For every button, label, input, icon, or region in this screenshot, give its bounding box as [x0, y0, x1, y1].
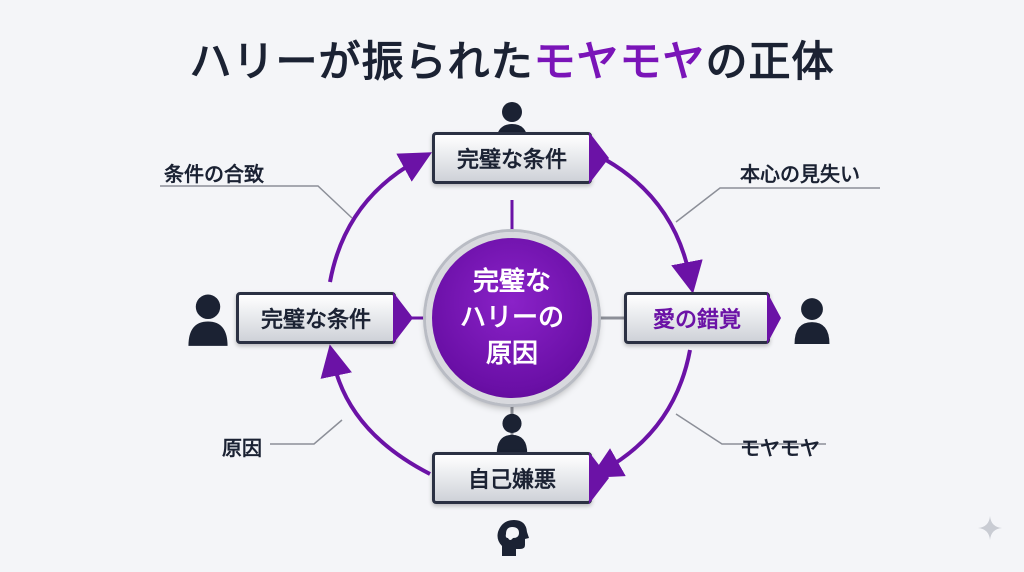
leader-top-right	[675, 187, 880, 223]
node-right-label: 愛の錯覚	[652, 308, 741, 333]
person-icon	[794, 298, 830, 344]
node-top-label: 完璧な条件	[456, 148, 567, 173]
chevron-right-icon	[767, 292, 781, 344]
brain-head-icon	[497, 520, 529, 556]
label-top-right: 本心の見失い	[740, 162, 860, 186]
arc-bottom-to-left	[320, 344, 431, 476]
label-top-left: 条件の合致	[164, 162, 264, 186]
title-suffix: の正体	[705, 37, 835, 86]
node-right-love-illusion: 愛の錯覚	[624, 292, 781, 344]
arc-left-to-top	[328, 152, 433, 283]
sparkle-icon	[978, 516, 1002, 540]
chevron-right-icon	[393, 292, 413, 344]
label-bottom-right: モヤモヤ	[740, 436, 820, 460]
node-left-perfect-conditions: 完璧な条件	[236, 292, 413, 344]
node-left-label: 完璧な条件	[260, 308, 371, 333]
center-text: 完璧な ハリーの 原因	[459, 267, 564, 369]
title-accent: モヤモヤ	[533, 37, 706, 86]
leader-bottom-left	[270, 419, 343, 445]
leader-bottom-right	[675, 413, 826, 445]
node-bottom-label: 自己嫌悪	[467, 468, 556, 493]
chevron-right-icon	[589, 452, 609, 504]
arc-top-to-right	[604, 158, 703, 294]
person-icon	[496, 413, 528, 454]
page-title: ハリーが振られたモヤモヤの正体	[0, 28, 1024, 89]
label-bottom-left: 原因	[222, 436, 262, 460]
center-circle: 完璧な ハリーの 原因	[426, 232, 598, 404]
node-top-perfect-conditions: 完璧な条件	[432, 132, 609, 184]
title-prefix: ハリーが振られた	[189, 37, 534, 86]
chevron-right-icon	[589, 132, 609, 184]
person-icon	[188, 294, 228, 346]
arc-right-to-bottom	[590, 349, 692, 478]
node-bottom-self-hatred: 自己嫌悪	[432, 452, 609, 504]
leader-top-left	[160, 185, 353, 219]
